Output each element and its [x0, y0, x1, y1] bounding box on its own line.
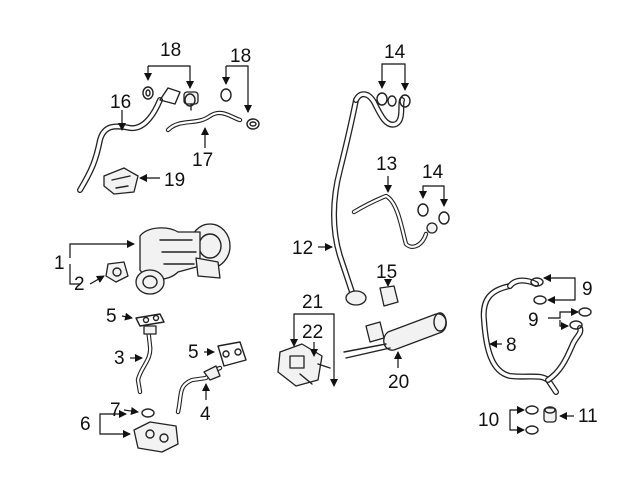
part-5-gasket-b: [217, 341, 247, 367]
part-17-pipe: [165, 91, 243, 133]
part-8-hose: [480, 277, 584, 395]
callout-8: 8: [506, 335, 517, 356]
part-2-actuator: [105, 261, 129, 283]
callout-14-top: 14: [384, 42, 406, 63]
callout-labels: 18 18 16 17 19 1 2 5 3 5 4 7 6 14 13 14 …: [54, 40, 598, 435]
part-21-22-valve: [277, 343, 331, 387]
leader-lines: [69, 63, 579, 438]
callout-21: 21: [302, 292, 323, 313]
part-7-seal-ring: [141, 408, 155, 418]
part-16-pipe: [77, 87, 181, 193]
callout-3: 3: [114, 348, 125, 369]
part-5-gasket-a: [135, 313, 165, 327]
part-11-fitting: [543, 406, 557, 423]
callout-19: 19: [164, 170, 185, 191]
part-13-line: [351, 193, 438, 249]
callout-22: 22: [302, 322, 323, 343]
part-1-turbocharger: [135, 223, 231, 295]
part-20-resonator: [343, 312, 447, 359]
callout-13: 13: [376, 154, 397, 175]
callout-7: 7: [110, 400, 121, 421]
callout-11: 11: [578, 406, 598, 427]
callout-14-lower: 14: [422, 162, 444, 183]
callout-9-top: 9: [582, 279, 593, 300]
callout-9-lower: 9: [528, 310, 539, 331]
callout-20: 20: [388, 372, 409, 393]
part-6-housing: [133, 421, 179, 453]
callout-16: 16: [110, 92, 131, 113]
part-15-clip: [379, 285, 399, 307]
part-10-seal-rings: [525, 405, 539, 435]
callout-5-right: 5: [188, 342, 199, 363]
callout-18-right: 18: [230, 46, 251, 67]
part-14-seal-rings: [376, 92, 450, 225]
part-18-seal-rings: [142, 86, 260, 130]
callout-15: 15: [376, 262, 397, 283]
callout-18-left: 18: [160, 40, 181, 61]
callout-12: 12: [292, 238, 313, 259]
part-12-pipe: [331, 91, 405, 306]
callout-10: 10: [478, 410, 499, 431]
callout-6: 6: [80, 414, 91, 435]
part-4-oil-return: [175, 365, 223, 415]
part-19-bracket: [103, 167, 139, 195]
callout-4: 4: [200, 404, 211, 425]
part-3-oil-line: [135, 325, 157, 395]
callout-1: 1: [54, 253, 65, 274]
callout-2: 2: [74, 274, 85, 295]
part-9-seal-rings: [530, 277, 592, 330]
callout-17: 17: [192, 150, 213, 171]
callout-5-left: 5: [106, 306, 117, 327]
